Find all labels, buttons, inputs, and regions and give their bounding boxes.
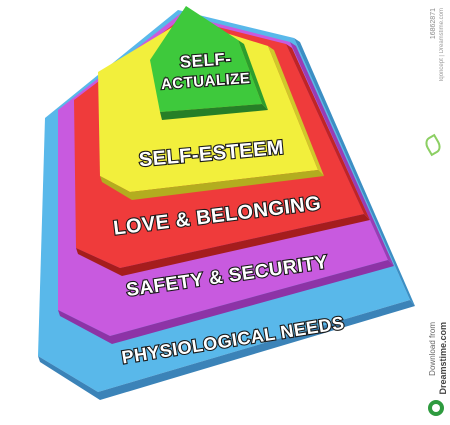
level-safety-front [58, 260, 394, 344]
watermark-credit: Iqoncept | Dreamstime.com [439, 8, 445, 82]
level-physiological-side [294, 38, 415, 306]
level-love-side [286, 44, 370, 220]
watermark-download-from: Download from [428, 322, 437, 376]
level-esteem-side [268, 46, 324, 176]
level-self-actualize [150, 6, 268, 120]
level-label-self-actualize-1: SELF- [179, 49, 232, 72]
dreamstime-logo-icon [428, 400, 444, 416]
level-actualize-top [150, 6, 262, 112]
watermark-brand: Dreamstime.com [438, 322, 448, 395]
level-actualize-side [238, 40, 268, 110]
watermark-strip [424, 0, 450, 425]
level-actualize-front [160, 104, 268, 120]
watermark-image-id: 16862871 [430, 8, 437, 40]
level-love-front [76, 214, 370, 276]
level-physiological-front [38, 300, 415, 400]
level-safety-side [290, 42, 394, 266]
level-esteem-front [100, 170, 324, 200]
